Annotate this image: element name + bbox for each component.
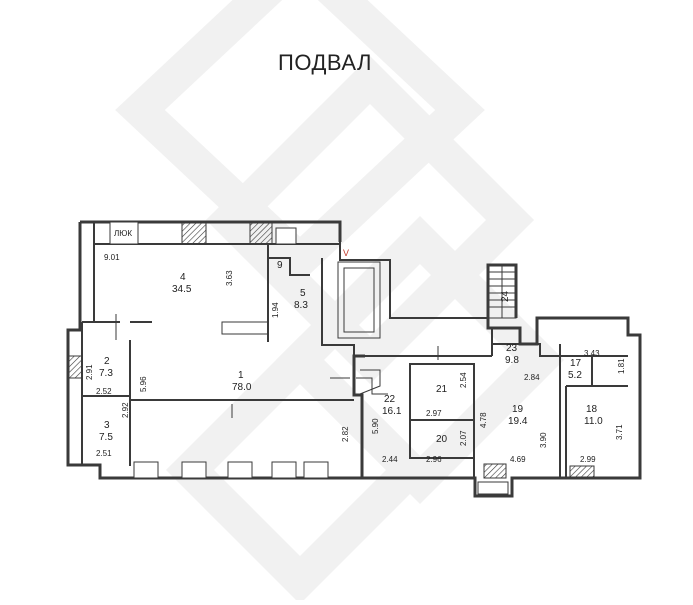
room-number-9: 9: [277, 260, 283, 271]
dim-4-78: 4.78: [479, 412, 488, 428]
room-area-1: 78.0: [232, 382, 252, 393]
dim-2-97: 2.97: [426, 409, 442, 418]
dimension-labels: 9.01 3.63 1.94 5.96 2.91 2.52 2.92 2.51 …: [85, 253, 626, 464]
dim-2-51: 2.51: [96, 449, 112, 458]
stairs: [337, 261, 517, 395]
inner-walls: [82, 244, 628, 478]
dim-4-69: 4.69: [510, 455, 526, 464]
plan-title: ПОДВАЛ: [278, 50, 372, 75]
dim-1-94: 1.94: [271, 302, 280, 318]
room-number-4: 4: [180, 272, 186, 283]
room-number-22: 22: [384, 394, 396, 405]
room-labels: 4 34.5 5 8.3 9 1 78.0 2 7.3 3 7.5 22 16.…: [99, 260, 603, 445]
dim-5-96: 5.96: [139, 376, 148, 392]
dim-2-99: 2.99: [580, 455, 596, 464]
room-area-3: 7.3: [99, 368, 113, 379]
room-number-3: 2: [104, 356, 110, 367]
dim-3-90: 3.90: [539, 432, 548, 448]
room-number-23: 23: [506, 343, 518, 354]
dim-2-96: 2.96: [426, 455, 442, 464]
dim-3-63: 3.63: [225, 270, 234, 286]
room-number-1: 1: [238, 370, 244, 381]
dim-2-82: 2.82: [341, 426, 350, 442]
dim-2-52: 2.52: [96, 387, 112, 396]
dim-9-01: 9.01: [104, 253, 120, 262]
room-number-21: 21: [436, 384, 448, 395]
room-number-20: 20: [436, 434, 448, 445]
dim-2-92: 2.92: [121, 402, 130, 418]
room-area-2: 7.5: [99, 432, 113, 443]
room-number-17: 17: [570, 358, 582, 369]
hatch-label: ЛЮК: [114, 229, 132, 238]
room-area-22: 16.1: [382, 406, 402, 417]
room-number-18: 18: [586, 404, 598, 415]
room-area-19: 19.4: [508, 416, 528, 427]
room-area-5: 8.3: [294, 300, 308, 311]
room-number-24: 24: [500, 290, 511, 302]
dim-5-90: 5.90: [371, 418, 380, 434]
door-mark: V: [343, 248, 349, 258]
room-number-5: 5: [300, 288, 306, 299]
dim-3-71: 3.71: [615, 424, 624, 440]
dim-1-81: 1.81: [617, 358, 626, 374]
room-number-2: 3: [104, 420, 110, 431]
dim-2-54: 2.54: [459, 372, 468, 388]
dim-2-07: 2.07: [459, 430, 468, 446]
dim-3-43: 3.43: [584, 349, 600, 358]
dim-2-44: 2.44: [382, 455, 398, 464]
room-area-23: 9.8: [505, 355, 519, 366]
dim-2-91: 2.91: [85, 364, 94, 380]
room-area-18: 11.0: [584, 416, 603, 427]
room-area-17: 5.2: [568, 370, 582, 381]
room-number-19: 19: [512, 404, 524, 415]
room-area-4: 34.5: [172, 284, 192, 295]
dim-2-84: 2.84: [524, 373, 540, 382]
windows: [67, 221, 595, 495]
